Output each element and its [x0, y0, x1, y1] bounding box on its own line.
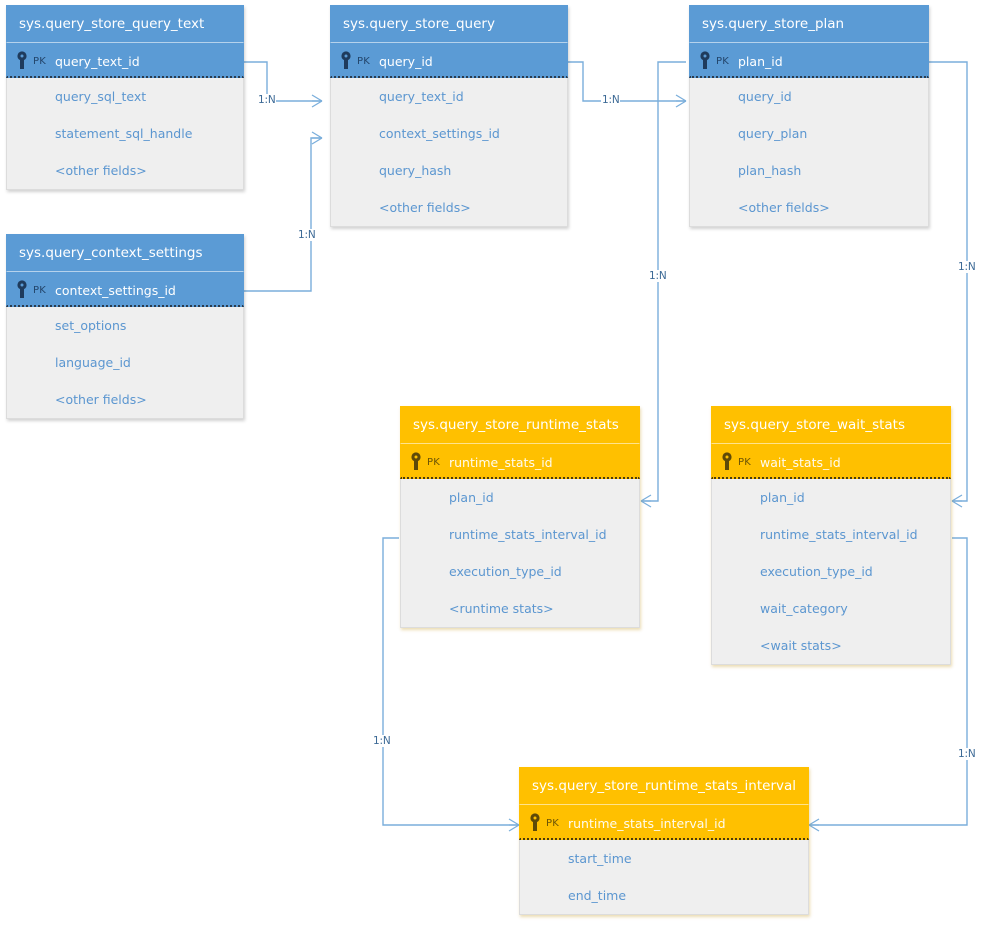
- field-row: query_sql_text: [55, 89, 147, 104]
- cardinality-label-r3: 1:N: [601, 94, 621, 106]
- entity-title: sys.query_store_query_text: [6, 5, 244, 42]
- primary-key-row[interactable]: PK wait_stats_id: [711, 443, 951, 479]
- cardinality-label-r2: 1:N: [297, 229, 317, 241]
- pk-column-name: query_text_id: [55, 53, 140, 69]
- entity-fields: start_time end_time: [519, 840, 809, 915]
- field-row: <wait stats>: [760, 638, 842, 653]
- pk-column-name: runtime_stats_id: [449, 454, 553, 470]
- field-row: <runtime stats>: [449, 601, 554, 616]
- primary-key-row[interactable]: PK runtime_stats_id: [400, 443, 640, 479]
- pk-column-name: wait_stats_id: [760, 454, 841, 470]
- pk-column-name: context_settings_id: [55, 282, 176, 298]
- field-row: query_id: [738, 89, 792, 104]
- pk-column-name: plan_id: [738, 53, 783, 69]
- field-row: runtime_stats_interval_id: [449, 527, 607, 542]
- key-icon: [16, 43, 30, 79]
- relationship-r1: [244, 61, 323, 108]
- field-row: <other fields>: [55, 163, 147, 178]
- pk-column-name: query_id: [379, 53, 433, 69]
- pk-label: PK: [546, 817, 559, 829]
- primary-key-row[interactable]: PK query_text_id: [6, 42, 244, 78]
- key-icon: [340, 43, 354, 79]
- entity-query-store-plan[interactable]: sys.query_store_plan PK plan_id query_id…: [689, 5, 929, 227]
- entity-query-store-query[interactable]: sys.query_store_query PK query_id query_…: [330, 5, 568, 227]
- key-icon: [529, 805, 543, 841]
- field-row: start_time: [568, 851, 632, 866]
- entity-fields: plan_id runtime_stats_interval_id execut…: [711, 479, 951, 665]
- field-row: plan_hash: [738, 163, 802, 178]
- entity-title: sys.query_store_wait_stats: [711, 406, 951, 443]
- pk-label: PK: [427, 456, 440, 468]
- entity-title: sys.query_store_query: [330, 5, 568, 42]
- cardinality-label-r1: 1:N: [257, 94, 277, 106]
- primary-key-row[interactable]: PK plan_id: [689, 42, 929, 78]
- pk-label: PK: [716, 55, 729, 67]
- field-row: runtime_stats_interval_id: [760, 527, 918, 542]
- cardinality-label-r7: 1:N: [957, 748, 977, 760]
- entity-fields: query_sql_text statement_sql_handle <oth…: [6, 78, 244, 190]
- relationship-r2: [244, 131, 323, 292]
- relationship-r3: [568, 61, 687, 108]
- pk-label: PK: [357, 55, 370, 67]
- key-icon: [721, 444, 735, 480]
- cardinality-label-r5: 1:N: [957, 261, 977, 273]
- entity-fields: plan_id runtime_stats_interval_id execut…: [400, 479, 640, 628]
- field-row: query_text_id: [379, 89, 464, 104]
- field-row: query_hash: [379, 163, 452, 178]
- field-row: end_time: [568, 888, 627, 903]
- primary-key-row[interactable]: PK query_id: [330, 42, 568, 78]
- entity-title: sys.query_context_settings: [6, 234, 244, 271]
- entity-title: sys.query_store_runtime_stats: [400, 406, 640, 443]
- entity-query-store-runtime-stats-interval[interactable]: sys.query_store_runtime_stats_interval P…: [519, 767, 809, 915]
- field-row: <other fields>: [379, 200, 471, 215]
- key-icon: [410, 444, 424, 480]
- pk-label: PK: [738, 456, 751, 468]
- entity-query-store-query-text[interactable]: sys.query_store_query_text PK query_text…: [6, 5, 244, 190]
- entity-fields: set_options language_id <other fields>: [6, 307, 244, 419]
- entity-title: sys.query_store_plan: [689, 5, 929, 42]
- entity-query-context-settings[interactable]: sys.query_context_settings PK context_se…: [6, 234, 244, 419]
- field-row: <other fields>: [55, 392, 147, 407]
- field-row: wait_category: [760, 601, 848, 616]
- entity-title: sys.query_store_runtime_stats_interval: [519, 767, 809, 804]
- field-row: plan_id: [760, 490, 805, 505]
- field-row: context_settings_id: [379, 126, 500, 141]
- field-row: set_options: [55, 318, 127, 333]
- entity-fields: query_text_id context_settings_id query_…: [330, 78, 568, 227]
- key-icon: [699, 43, 713, 79]
- field-row: <other fields>: [738, 200, 830, 215]
- key-icon: [16, 272, 30, 308]
- pk-label: PK: [33, 55, 46, 67]
- field-row: plan_id: [449, 490, 494, 505]
- entity-query-store-runtime-stats[interactable]: sys.query_store_runtime_stats PK runtime…: [400, 406, 640, 628]
- pk-label: PK: [33, 284, 46, 296]
- entity-fields: query_id query_plan plan_hash <other fie…: [689, 78, 929, 227]
- cardinality-label-r4: 1:N: [648, 270, 668, 282]
- field-row: execution_type_id: [449, 564, 562, 579]
- relationship-r4: [640, 61, 686, 508]
- cardinality-label-r6: 1:N: [372, 735, 392, 747]
- field-row: language_id: [55, 355, 131, 370]
- field-row: query_plan: [738, 126, 808, 141]
- field-row: statement_sql_handle: [55, 126, 193, 141]
- primary-key-row[interactable]: PK runtime_stats_interval_id: [519, 804, 809, 840]
- field-row: execution_type_id: [760, 564, 873, 579]
- primary-key-row[interactable]: PK context_settings_id: [6, 271, 244, 307]
- pk-column-name: runtime_stats_interval_id: [568, 815, 726, 831]
- entity-query-store-wait-stats[interactable]: sys.query_store_wait_stats PK wait_stats…: [711, 406, 951, 665]
